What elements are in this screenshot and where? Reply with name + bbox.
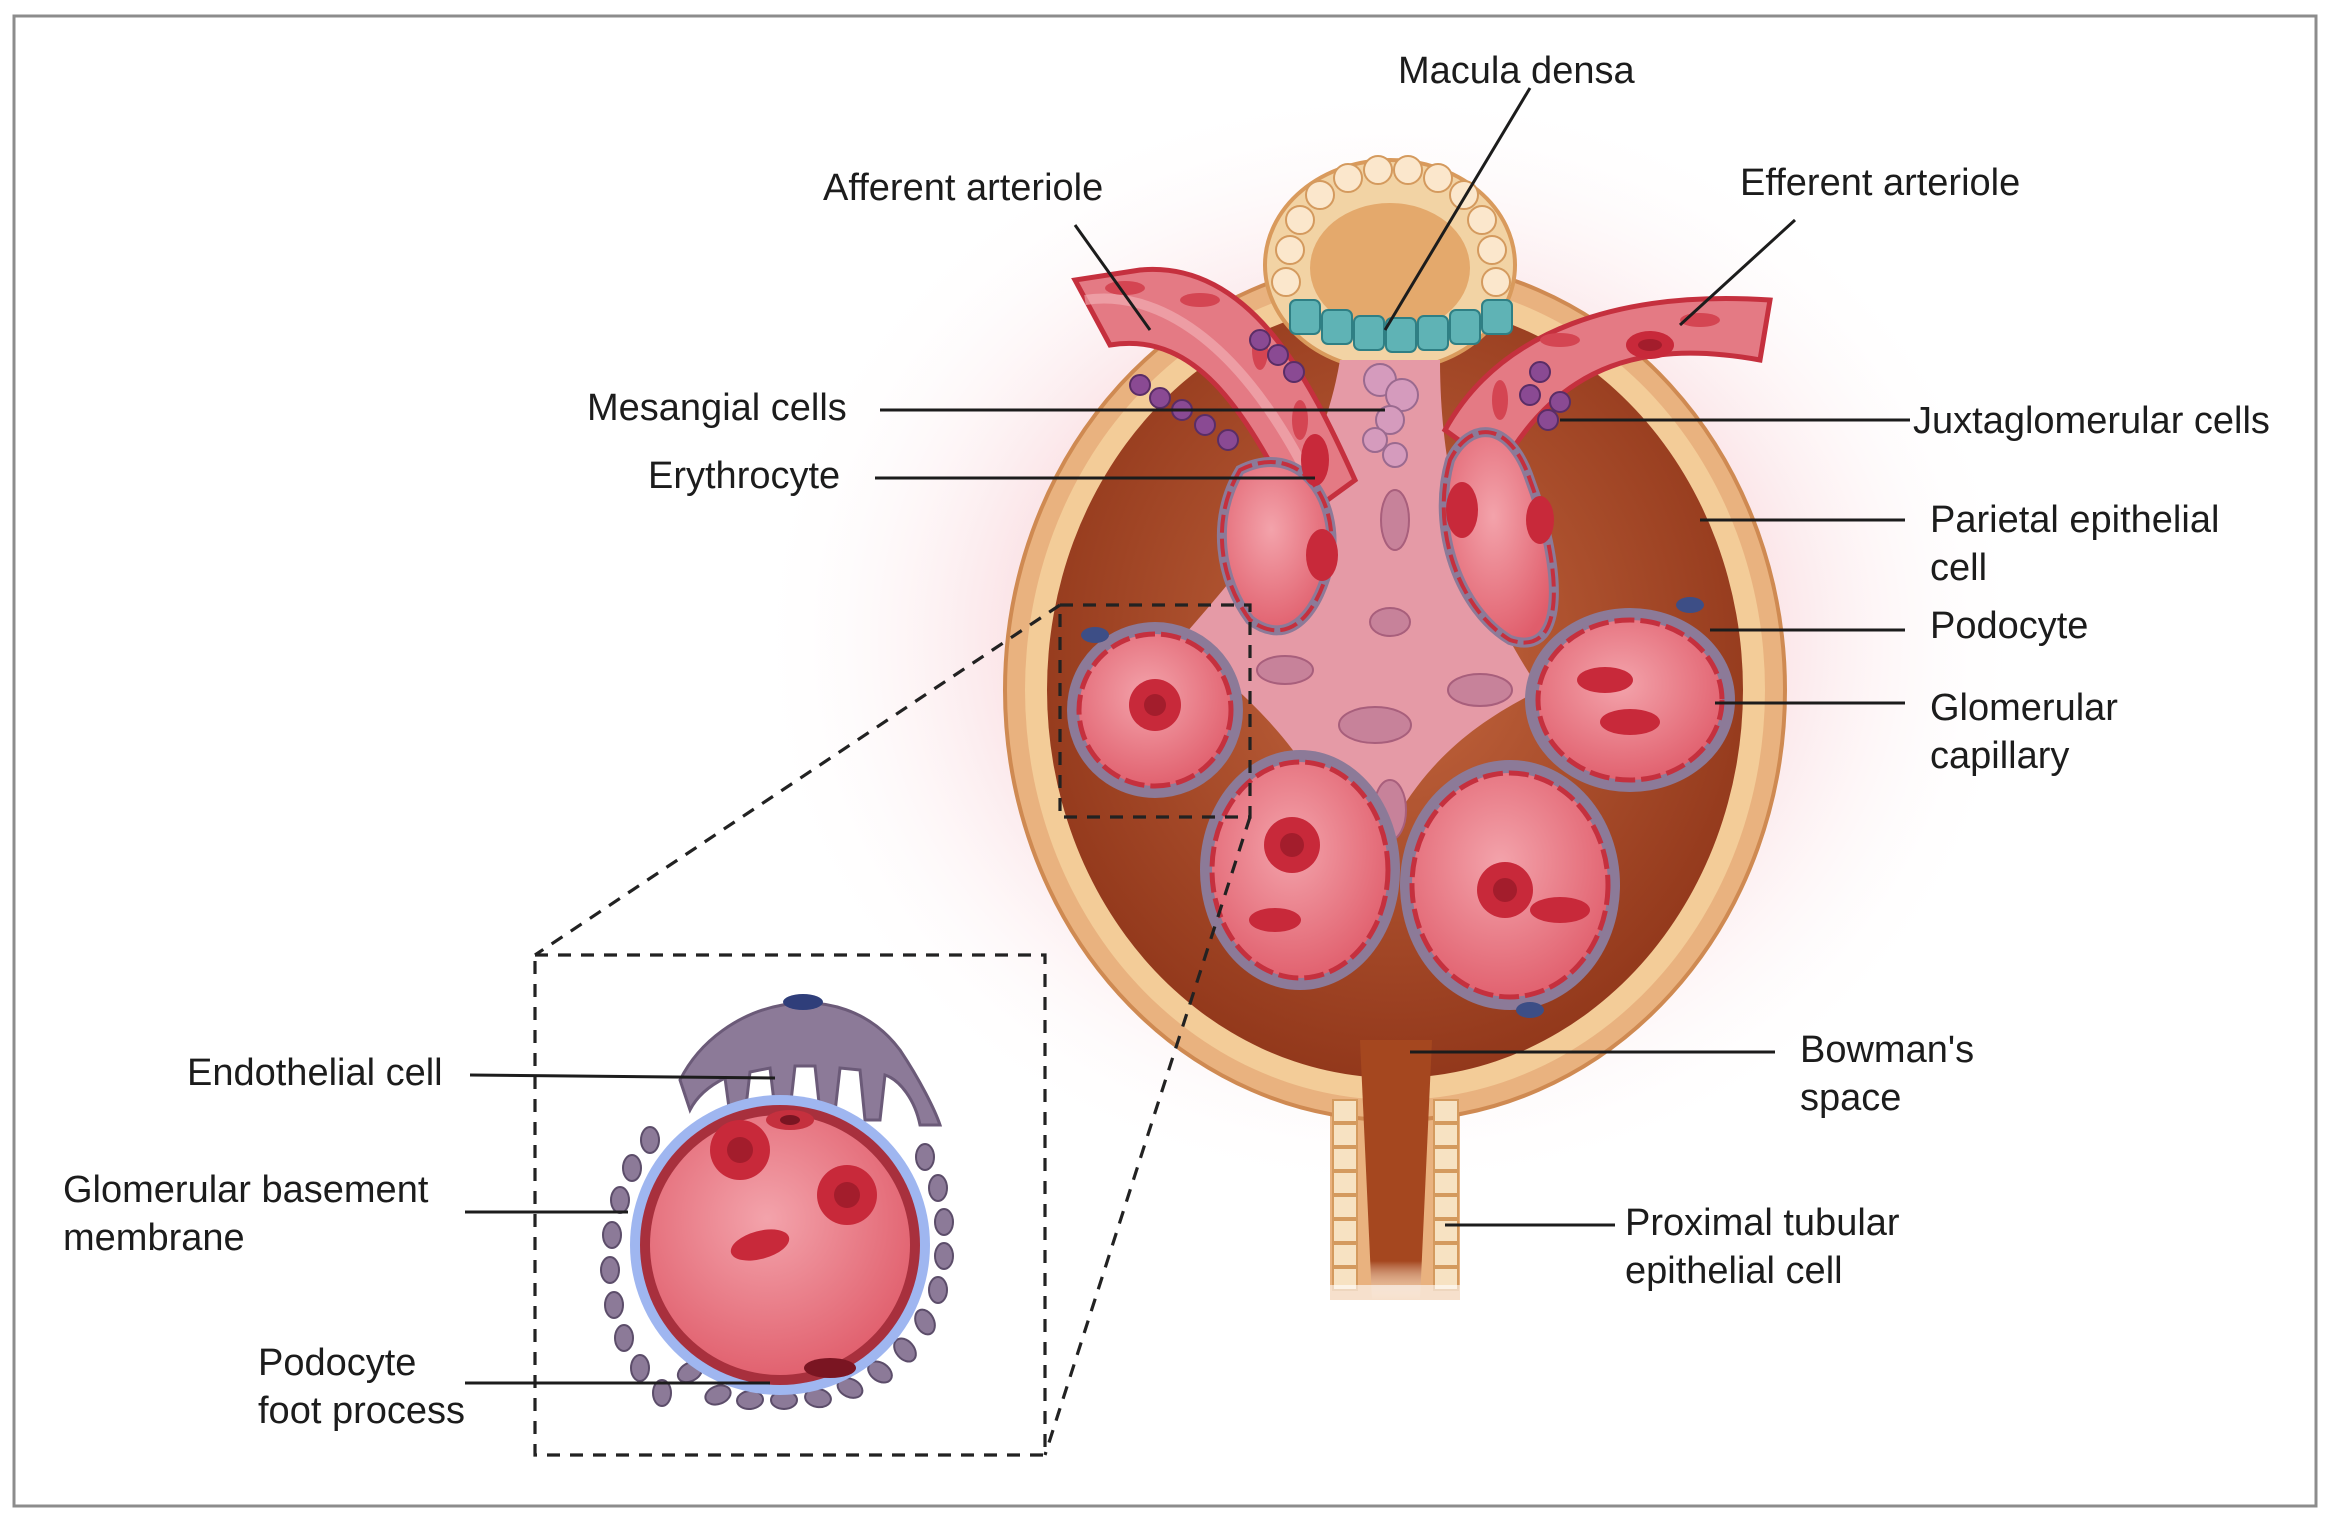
label-gbm-line1: Glomerular basement	[63, 1169, 429, 1211]
label-glomerular-capillary-line2: capillary	[1930, 735, 2069, 777]
mesangial-cells	[1362, 363, 1419, 468]
label-podocyte: Podocyte	[1930, 605, 2088, 647]
labels: Macula densa Afferent arteriole Efferent…	[63, 50, 2270, 1432]
label-bowmans-space-line1: Bowman's	[1800, 1029, 1974, 1071]
label-efferent-arteriole: Efferent arteriole	[1740, 162, 2020, 204]
label-gbm-line2: membrane	[63, 1217, 245, 1259]
label-mesangial-cells: Mesangial cells	[587, 387, 847, 429]
label-endothelial-cell: Endothelial cell	[187, 1052, 443, 1094]
zoom-indicator	[533, 603, 1252, 1457]
label-afferent-arteriole: Afferent arteriole	[823, 167, 1103, 209]
label-podocyte-foot-line1: Podocyte	[258, 1342, 416, 1384]
label-podocyte-foot-line2: foot process	[258, 1390, 465, 1432]
label-glomerular-capillary-line1: Glomerular	[1930, 687, 2118, 729]
label-erythrocyte: Erythrocyte	[648, 455, 840, 497]
juxtaglomerular-cells	[1129, 329, 1571, 451]
leader-lines	[465, 87, 1910, 1385]
label-juxtaglomerular-cells: Juxtaglomerular cells	[1913, 400, 2270, 442]
label-proximal-tubular-line2: epithelial cell	[1625, 1250, 1843, 1292]
capillary-cross-section	[600, 994, 954, 1411]
proximal-tubule-cells	[1332, 1099, 1459, 1291]
label-macula-densa: Macula densa	[1398, 50, 1635, 92]
label-parietal-epithelial-line2: cell	[1930, 547, 1987, 589]
distal-tubule	[1263, 155, 1517, 372]
zoom-source-box	[1058, 603, 1252, 819]
zoom-inset-box	[533, 953, 1047, 1457]
label-proximal-tubular-line1: Proximal tubular	[1625, 1202, 1900, 1244]
macula-densa-cells	[1289, 299, 1513, 353]
label-parietal-epithelial-line1: Parietal epithelial	[1930, 499, 2219, 541]
capillary-loops	[1067, 427, 1735, 1018]
label-bowmans-space-line2: space	[1800, 1077, 1901, 1119]
